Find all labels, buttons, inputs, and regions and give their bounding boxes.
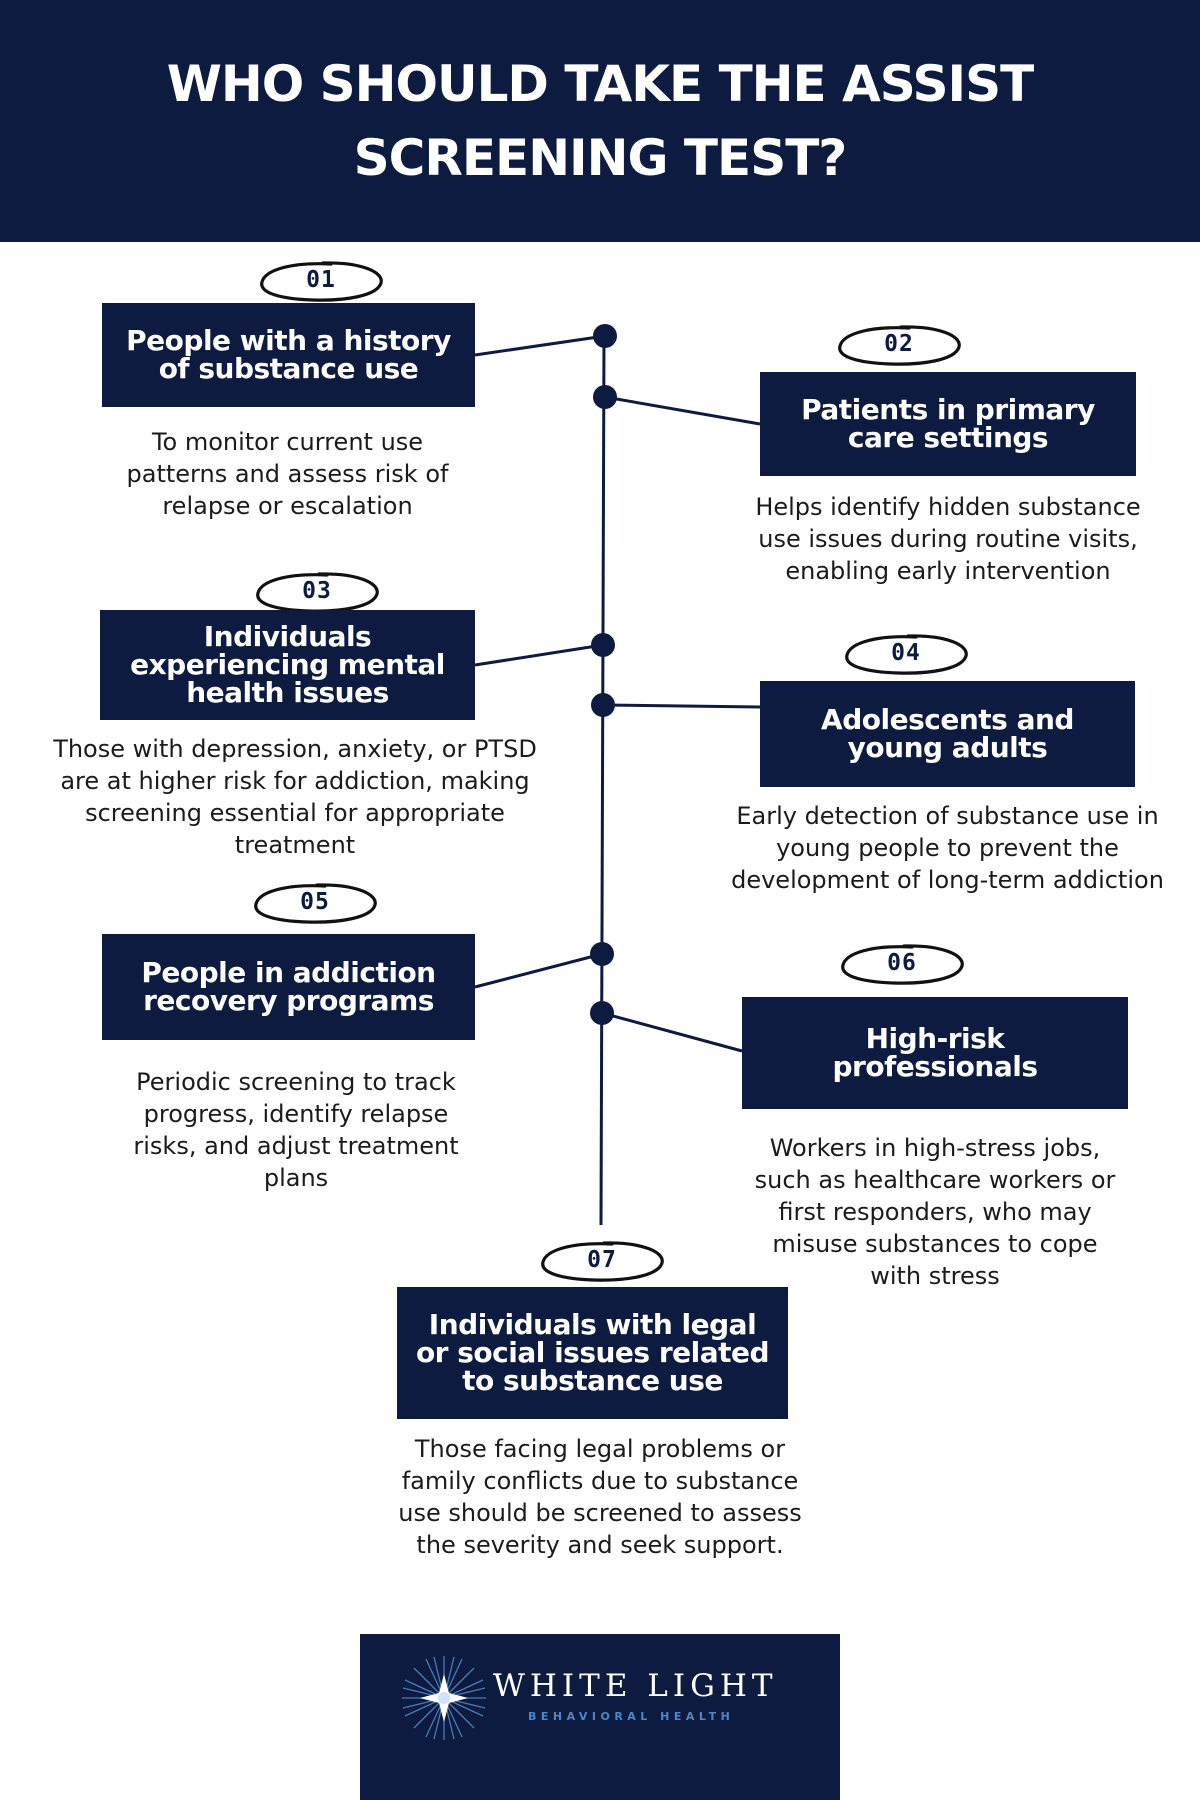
- number-label: 06: [887, 950, 917, 976]
- item-description-01: To monitor current use patterns and asse…: [126, 428, 449, 520]
- timeline-dot-03: [591, 633, 615, 657]
- timeline-dot-04: [591, 693, 615, 717]
- starburst-logo-icon: [402, 1656, 486, 1740]
- item-title-02: Patients in primary care settings: [760, 372, 1136, 476]
- number-badge-02: 02: [831, 320, 967, 368]
- connector-04: [602, 703, 761, 709]
- item-description-04: Early detection of substance use in youn…: [731, 802, 1164, 894]
- number-badge-07: 07: [534, 1236, 670, 1284]
- item-title-06: High-risk professionals: [742, 997, 1128, 1109]
- number-label: 04: [891, 640, 921, 666]
- hand-drawn-oval-icon: [254, 883, 377, 924]
- connector-02: [604, 395, 761, 426]
- header-banner: WHO SHOULD TAKE THE ASSIST SCREENING TES…: [0, 0, 1200, 242]
- number-badge-03: 03: [249, 567, 385, 615]
- hand-drawn-oval-icon: [845, 634, 968, 675]
- item-title-03: Individuals experiencing mental health i…: [100, 610, 475, 720]
- page-title: WHO SHOULD TAKE THE ASSIST SCREENING TES…: [166, 55, 1035, 187]
- item-title-04: Adolescents and young adults: [760, 681, 1135, 787]
- connector-03: [474, 643, 604, 667]
- number-label: 07: [587, 1247, 617, 1273]
- item-description-05: Periodic screening to track progress, id…: [133, 1068, 459, 1192]
- number-label: 05: [300, 889, 330, 915]
- number-badge-06: 06: [834, 939, 970, 987]
- number-label: 01: [306, 267, 336, 293]
- timeline-dot-06: [590, 1001, 614, 1025]
- brand-name: WHITE LIGHT: [493, 1668, 778, 1704]
- brand-subtitle: BEHAVIORAL HEALTH: [528, 1710, 735, 1723]
- item-description-02: Helps identify hidden substance use issu…: [755, 493, 1141, 585]
- timeline-dot-01: [593, 324, 617, 348]
- hand-drawn-oval-icon: [260, 261, 383, 302]
- number-label: 02: [884, 331, 914, 357]
- item-description-03: Those with depression, anxiety, or PTSD …: [53, 735, 537, 859]
- hand-drawn-oval-icon: [541, 1241, 664, 1282]
- footer-brand-panel: WHITE LIGHT BEHAVIORAL HEALTH: [360, 1634, 840, 1800]
- number-badge-04: 04: [838, 629, 974, 677]
- item-title-07: Individuals with legal or social issues …: [397, 1287, 788, 1419]
- item-title-01: People with a history of substance use: [102, 303, 475, 407]
- item-title-05: People in addiction recovery programs: [102, 934, 475, 1040]
- timeline-dot-02: [593, 385, 617, 409]
- connector-01: [474, 334, 606, 357]
- hand-drawn-oval-icon: [838, 325, 961, 366]
- hand-drawn-oval-icon: [841, 944, 964, 985]
- number-badge-05: 05: [247, 878, 383, 926]
- timeline-spine: [599, 335, 606, 1226]
- item-description-07: Those facing legal problems or family co…: [398, 1435, 802, 1559]
- connector-05: [474, 952, 603, 989]
- number-label: 03: [302, 578, 332, 604]
- timeline-dot-05: [590, 942, 614, 966]
- number-badge-01: 01: [253, 256, 389, 304]
- connector-06: [601, 1011, 743, 1053]
- item-description-06: Workers in high-stress jobs, such as hea…: [754, 1134, 1116, 1290]
